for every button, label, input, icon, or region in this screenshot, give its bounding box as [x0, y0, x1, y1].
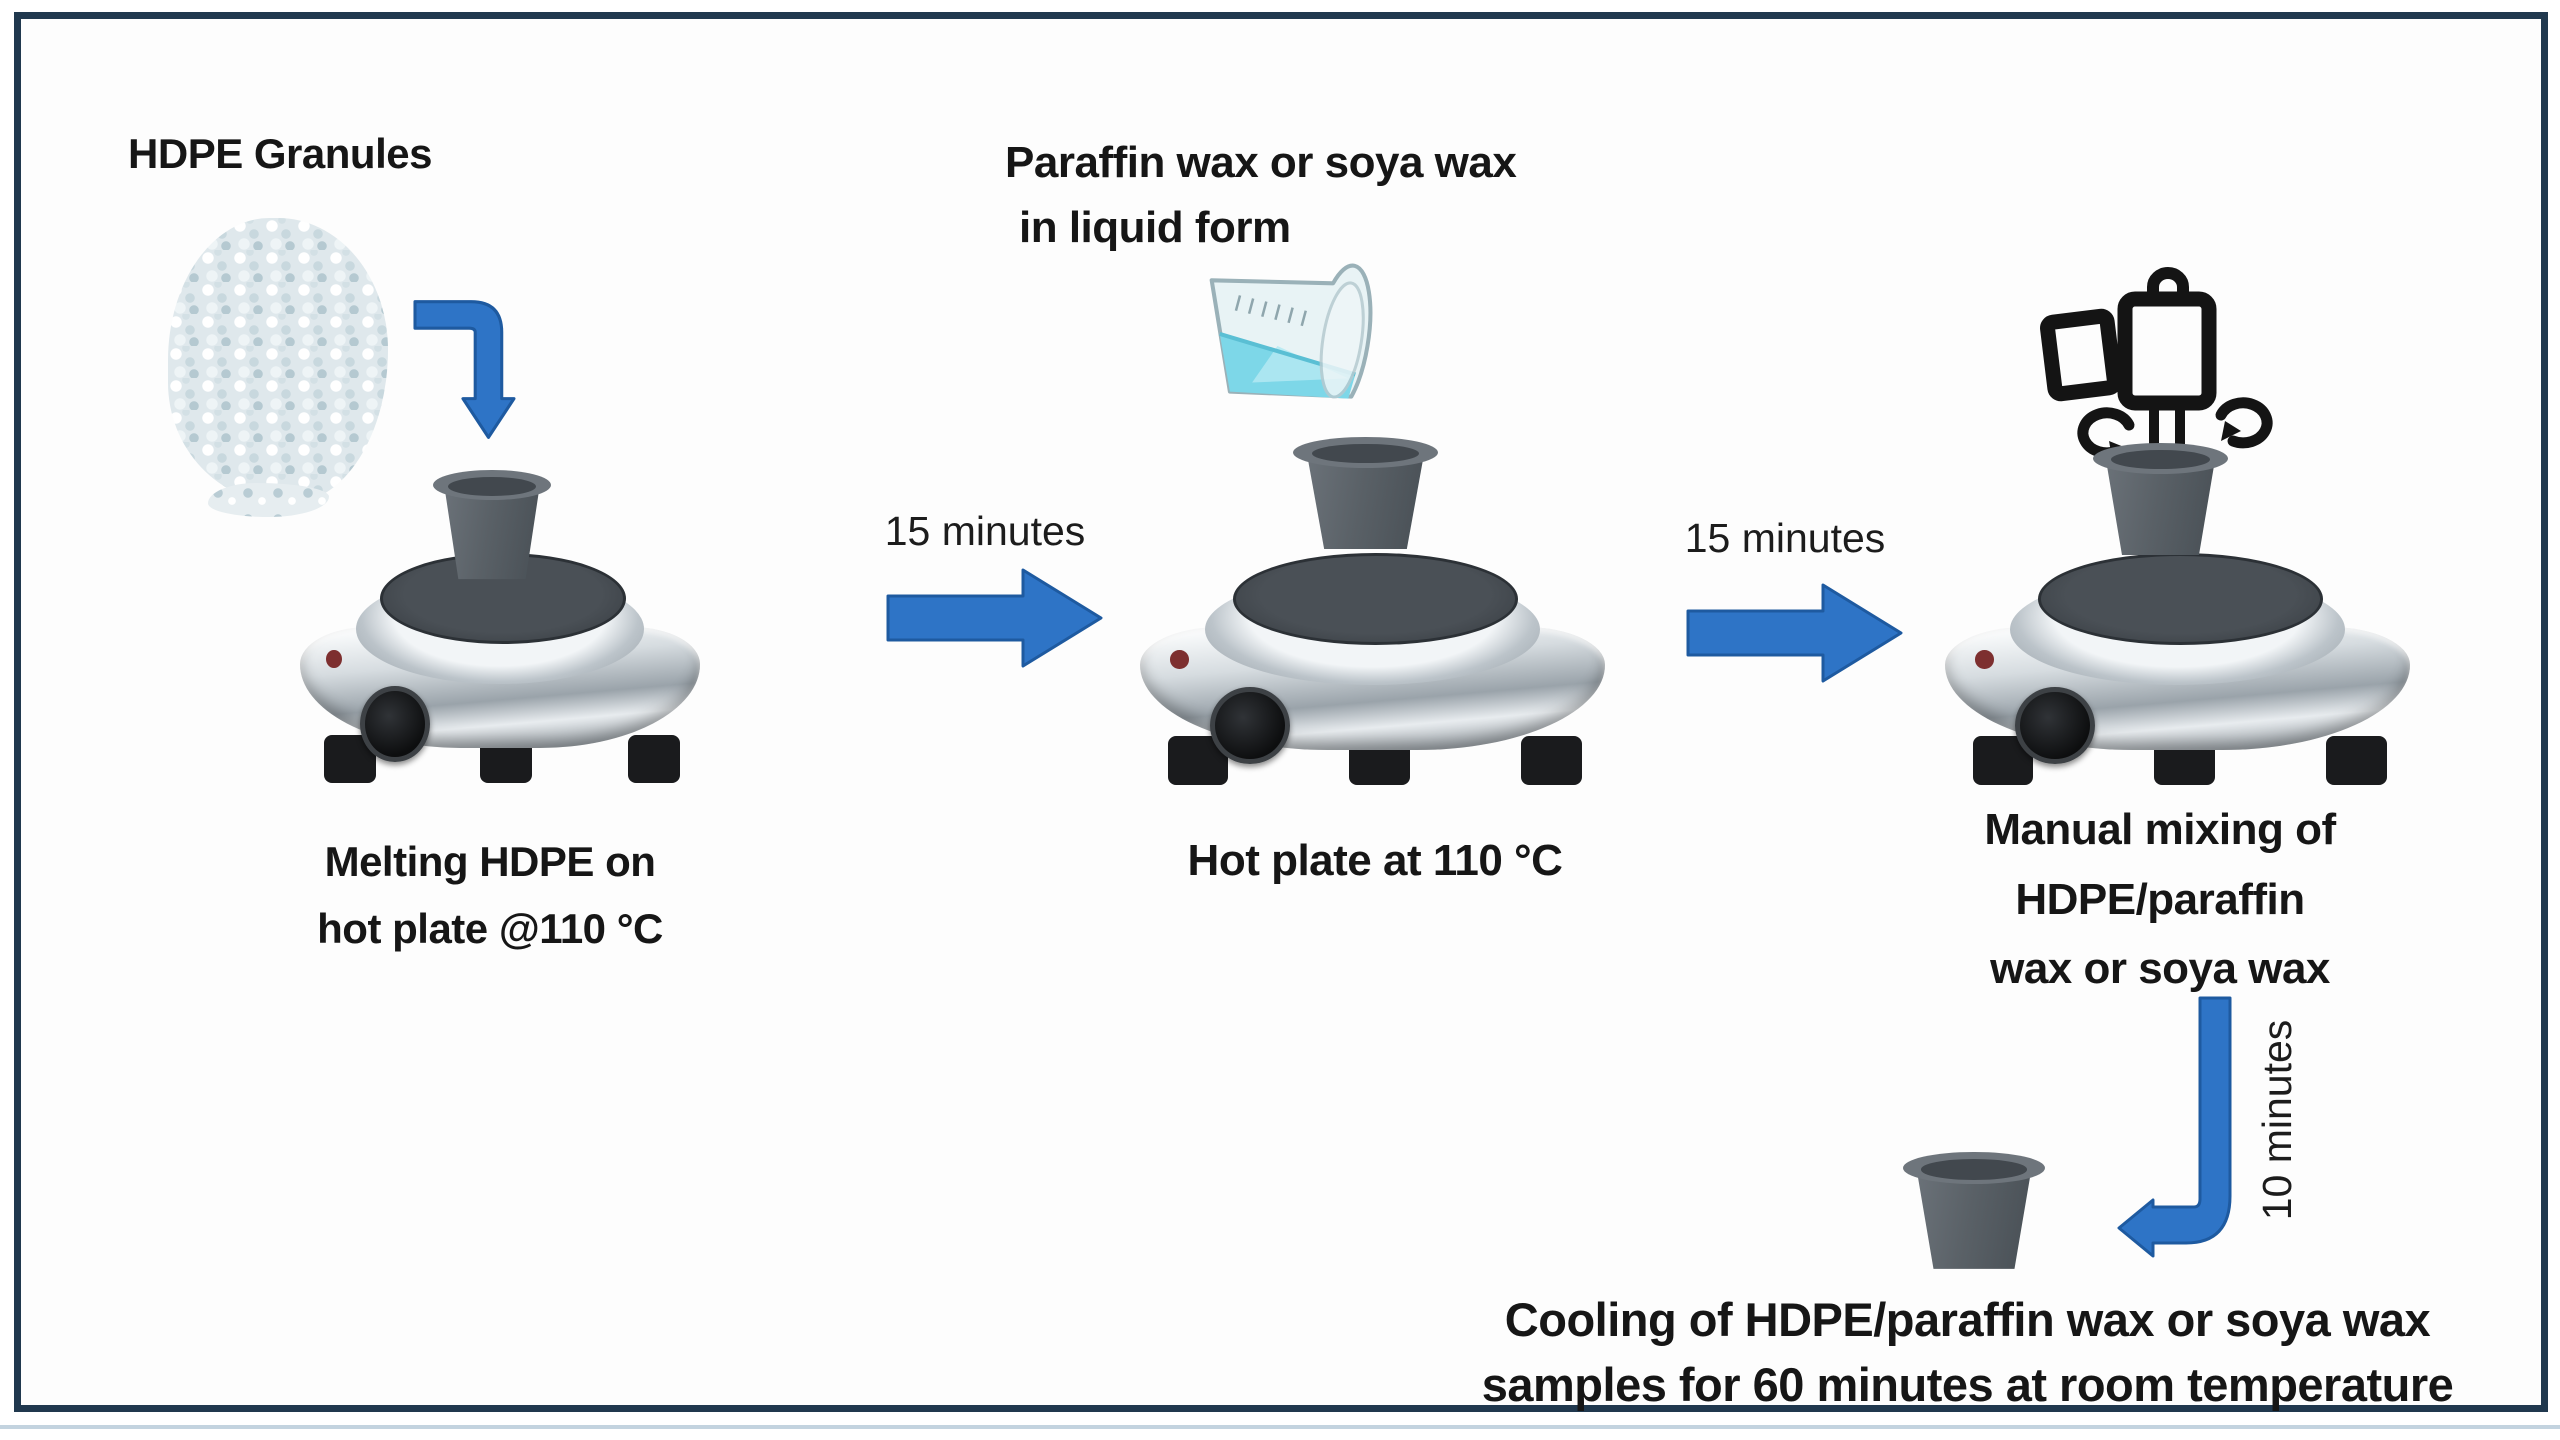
- bottom-divider-line: [0, 1425, 2560, 1429]
- hdpe-granules-image: [168, 218, 388, 517]
- melting-caption-line2: hot plate @110 °C: [317, 905, 663, 953]
- rotate-right-arrow-icon: [2215, 397, 2273, 449]
- hot-plate-leg: [2326, 736, 2387, 785]
- mixing-caption: Manual mixing of HDPE/paraffin wax or so…: [1925, 795, 2395, 1004]
- hot-plate-knob: [1209, 686, 1290, 765]
- down-left-arrow-icon: [2117, 996, 2232, 1258]
- elbow-down-arrow-icon: [413, 300, 516, 439]
- arrow-1-duration-label: 15 minutes: [884, 508, 1086, 554]
- right-arrow-2-icon: [1686, 583, 1903, 683]
- wax-title-line1: Paraffin wax or soya wax: [1005, 138, 1517, 187]
- cooling-caption: Cooling of HDPE/paraffin wax or soya wax…: [1385, 1288, 2550, 1418]
- hand-mixer-icon: [2040, 267, 2273, 466]
- hot-plate-2: [1140, 553, 1605, 785]
- wax-title: Paraffin wax or soya wax in liquid form: [1005, 130, 1645, 260]
- cooling-caption-line2: samples for 60 minutes at room temperatu…: [1481, 1357, 2454, 1411]
- hot-plate-indicator-light: [1170, 650, 1189, 669]
- mixing-caption-line2: HDPE/paraffin: [2015, 874, 2305, 924]
- crucible-pot-2: [1293, 437, 1438, 552]
- hot-plate-heating-disc: [2038, 553, 2323, 645]
- hotplate-2-caption: Hot plate at 110 °C: [1187, 836, 1563, 885]
- hot-plate-indicator-light: [1975, 650, 1994, 669]
- hot-plate-1: [300, 553, 700, 783]
- melting-caption: Melting HDPE on hot plate @110 °C: [270, 828, 710, 962]
- pot-body: [444, 485, 540, 580]
- pouring-beaker-icon: [1209, 263, 1373, 399]
- pot-body: [1306, 453, 1425, 550]
- pot-opening: [1311, 443, 1420, 464]
- melting-caption-line1: Melting HDPE on: [324, 838, 656, 885]
- crucible-pot-1: [433, 470, 551, 582]
- hot-plate-heating-disc: [1233, 553, 1518, 645]
- pot-opening: [448, 476, 536, 496]
- pot-opening: [1921, 1159, 2027, 1180]
- cooling-caption-line1: Cooling of HDPE/paraffin wax or soya wax: [1504, 1293, 2431, 1346]
- crucible-pot-3: [2093, 443, 2228, 558]
- arrow-3-duration-label: 10 minutes: [2254, 1019, 2300, 1221]
- mixing-caption-line3: wax or soya wax: [1990, 944, 2330, 994]
- hot-plate-knob: [2014, 686, 2095, 765]
- pot-body: [2105, 459, 2216, 556]
- hot-plate-leg: [1521, 736, 1582, 785]
- hot-plate-3: [1945, 553, 2410, 785]
- hot-plate-indicator-light: [326, 649, 342, 668]
- wax-title-line2: in liquid form: [1019, 203, 1291, 253]
- pot-body: [1916, 1168, 2032, 1269]
- mixing-caption-line1: Manual mixing of: [1984, 805, 2336, 854]
- pot-opening: [2110, 449, 2211, 470]
- cooling-pot: [1903, 1152, 2045, 1272]
- arrow-2-duration-label: 15 minutes: [1684, 515, 1886, 561]
- hdpe-granules-label: HDPE Granules: [128, 130, 432, 177]
- hot-plate-knob: [360, 685, 430, 763]
- hot-plate-leg: [628, 734, 680, 783]
- right-arrow-1-icon: [886, 568, 1103, 668]
